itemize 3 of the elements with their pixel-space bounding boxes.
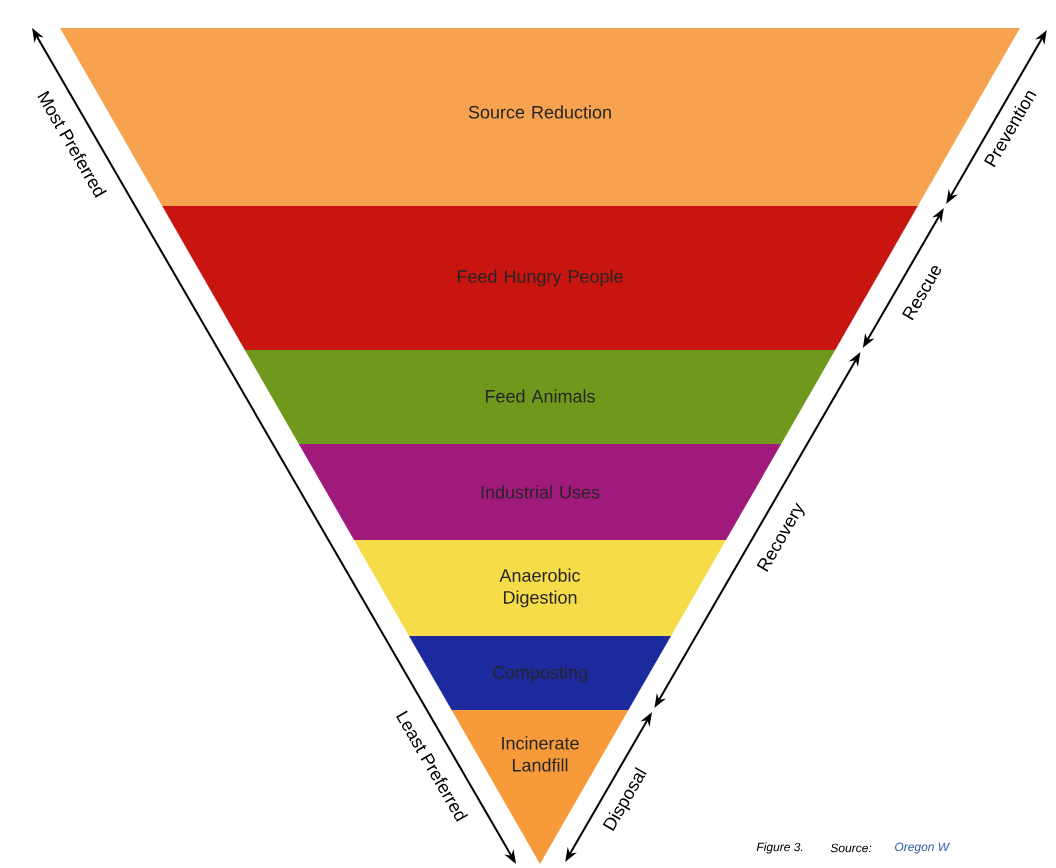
funnel-band: Feed Animals [244,350,836,444]
funnel-band: Anaerobic Digestion [354,540,726,636]
funnel-band: Composting [409,636,671,710]
